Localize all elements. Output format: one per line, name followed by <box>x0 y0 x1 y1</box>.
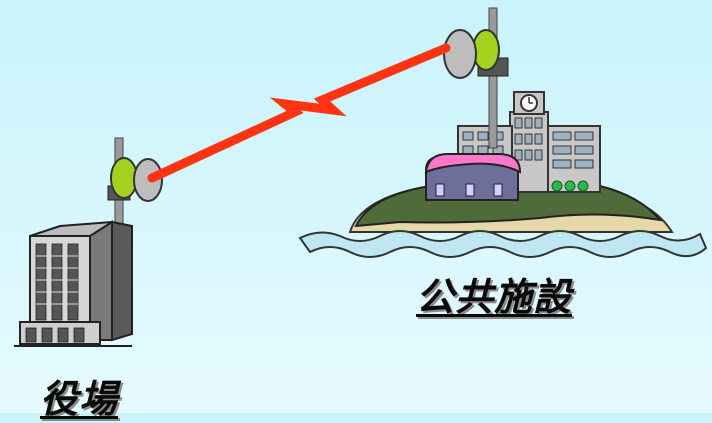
tree-icon <box>551 180 589 192</box>
facility-hall <box>424 153 522 201</box>
facility-tower <box>509 91 549 193</box>
island-water <box>298 230 708 258</box>
public-facility-label: 公共施設 <box>416 275 573 319</box>
office-building-icon <box>14 220 133 347</box>
network-diagram-scene <box>14 7 708 347</box>
public-facility <box>424 91 601 201</box>
town-office-label: 役場 <box>40 377 119 421</box>
lightning-link-icon <box>147 43 451 183</box>
radio-tower-right <box>443 7 509 149</box>
clock-icon <box>520 94 538 112</box>
parabolic-dish-icon <box>443 29 500 79</box>
facility-right-wing <box>547 125 601 193</box>
